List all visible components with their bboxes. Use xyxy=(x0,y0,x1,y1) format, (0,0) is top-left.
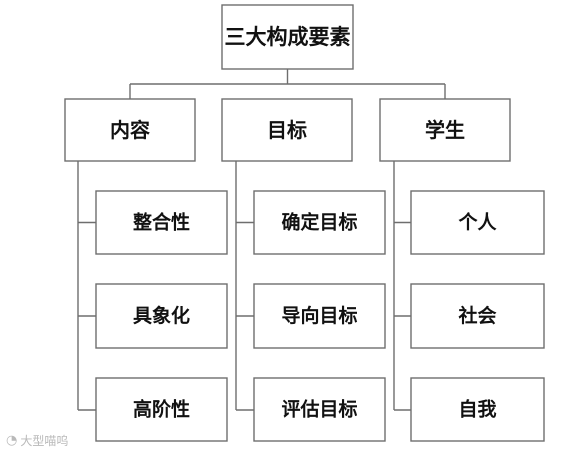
leaf-label: 个人 xyxy=(457,212,497,234)
leaf-box xyxy=(95,377,228,442)
leaf-label: 导向目标 xyxy=(281,304,357,327)
leaf-node: 社会 xyxy=(410,283,545,349)
leaf-node: 具象化 xyxy=(95,283,228,349)
column-label-student: 学生 xyxy=(425,118,465,142)
column-box-goal xyxy=(221,98,353,162)
leaf-label: 具象化 xyxy=(133,304,190,327)
leaf-box xyxy=(95,190,228,255)
leaf-box xyxy=(95,283,228,349)
leaf-node: 个人 xyxy=(410,190,545,255)
leaf-label: 整合性 xyxy=(133,211,190,234)
leaf-node: 确定目标 xyxy=(253,190,386,255)
leaf-node: 自我 xyxy=(410,377,545,442)
leaf-label: 自我 xyxy=(458,398,496,421)
weibo-icon: ◔ xyxy=(6,432,18,448)
leaf-box xyxy=(253,377,386,442)
leaf-box xyxy=(410,190,545,255)
root-box xyxy=(221,4,354,70)
leaf-label: 确定目标 xyxy=(281,211,357,234)
column-label-content: 内容 xyxy=(110,118,150,142)
connector-lines xyxy=(77,69,446,411)
column-node-student: 学生 xyxy=(379,98,511,162)
leaf-label: 评估目标 xyxy=(281,398,357,421)
column-node-goal: 目标 xyxy=(221,98,353,162)
leaf-node: 导向目标 xyxy=(253,283,386,349)
leaf-box xyxy=(253,283,386,349)
leaf-box xyxy=(410,377,545,442)
column-node-content: 内容 xyxy=(64,98,196,162)
leaf-node: 评估目标 xyxy=(253,377,386,442)
root-label: 三大构成要素 xyxy=(225,25,351,49)
root-node: 三大构成要素 xyxy=(221,4,354,70)
leaf-label: 社会 xyxy=(457,304,496,327)
column-box-student xyxy=(379,98,511,162)
leaf-node: 整合性 xyxy=(95,190,228,255)
watermark-text: 大型喵呜 xyxy=(20,433,69,448)
leaf-node: 高阶性 xyxy=(95,377,228,442)
leaf-box xyxy=(253,190,386,255)
leaf-box xyxy=(410,283,545,349)
column-box-content xyxy=(64,98,196,162)
leaf-label: 高阶性 xyxy=(133,398,190,421)
column-label-goal: 目标 xyxy=(267,118,307,142)
watermark: ◔ 大型喵呜 xyxy=(6,430,68,450)
